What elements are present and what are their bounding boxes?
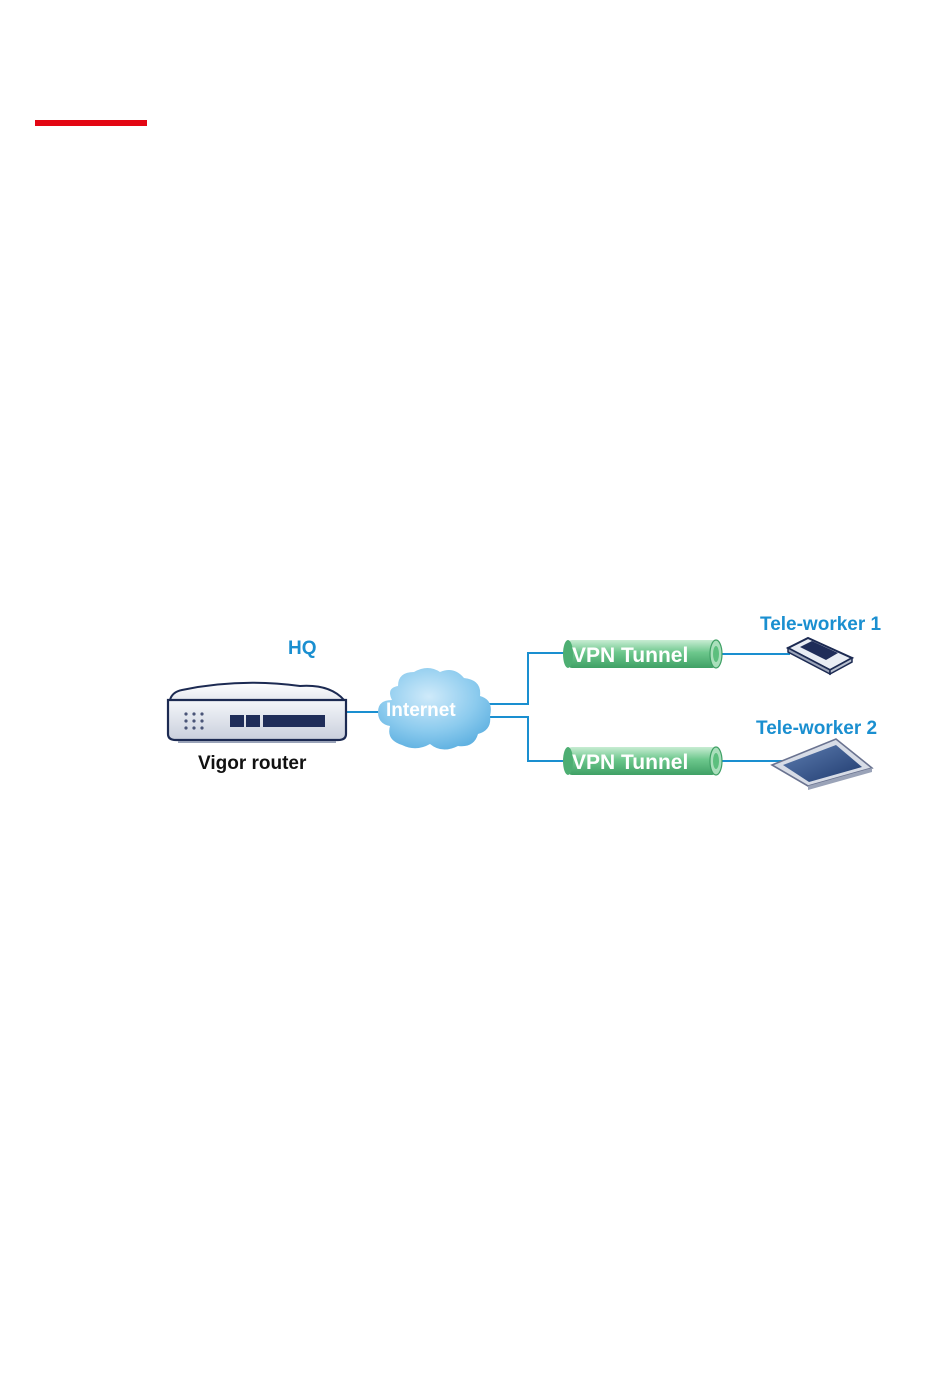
router-icon bbox=[168, 683, 346, 742]
router-label: Vigor router bbox=[198, 753, 307, 774]
hq-label: HQ bbox=[288, 638, 317, 659]
tele-worker-1-label: Tele-worker 1 bbox=[760, 614, 882, 635]
vpn-tunnel-2-label: VPN Tunnel bbox=[572, 751, 688, 774]
tablet-icon bbox=[772, 739, 872, 790]
internet-to-tunnel-1-line bbox=[488, 653, 568, 704]
internet-label: Internet bbox=[386, 700, 456, 721]
internet-to-tunnel-2-line bbox=[488, 717, 568, 761]
tele-worker-2-label: Tele-worker 2 bbox=[756, 718, 877, 739]
vpn-tunnel-1-label: VPN Tunnel bbox=[572, 644, 688, 667]
pda-icon bbox=[788, 638, 852, 674]
